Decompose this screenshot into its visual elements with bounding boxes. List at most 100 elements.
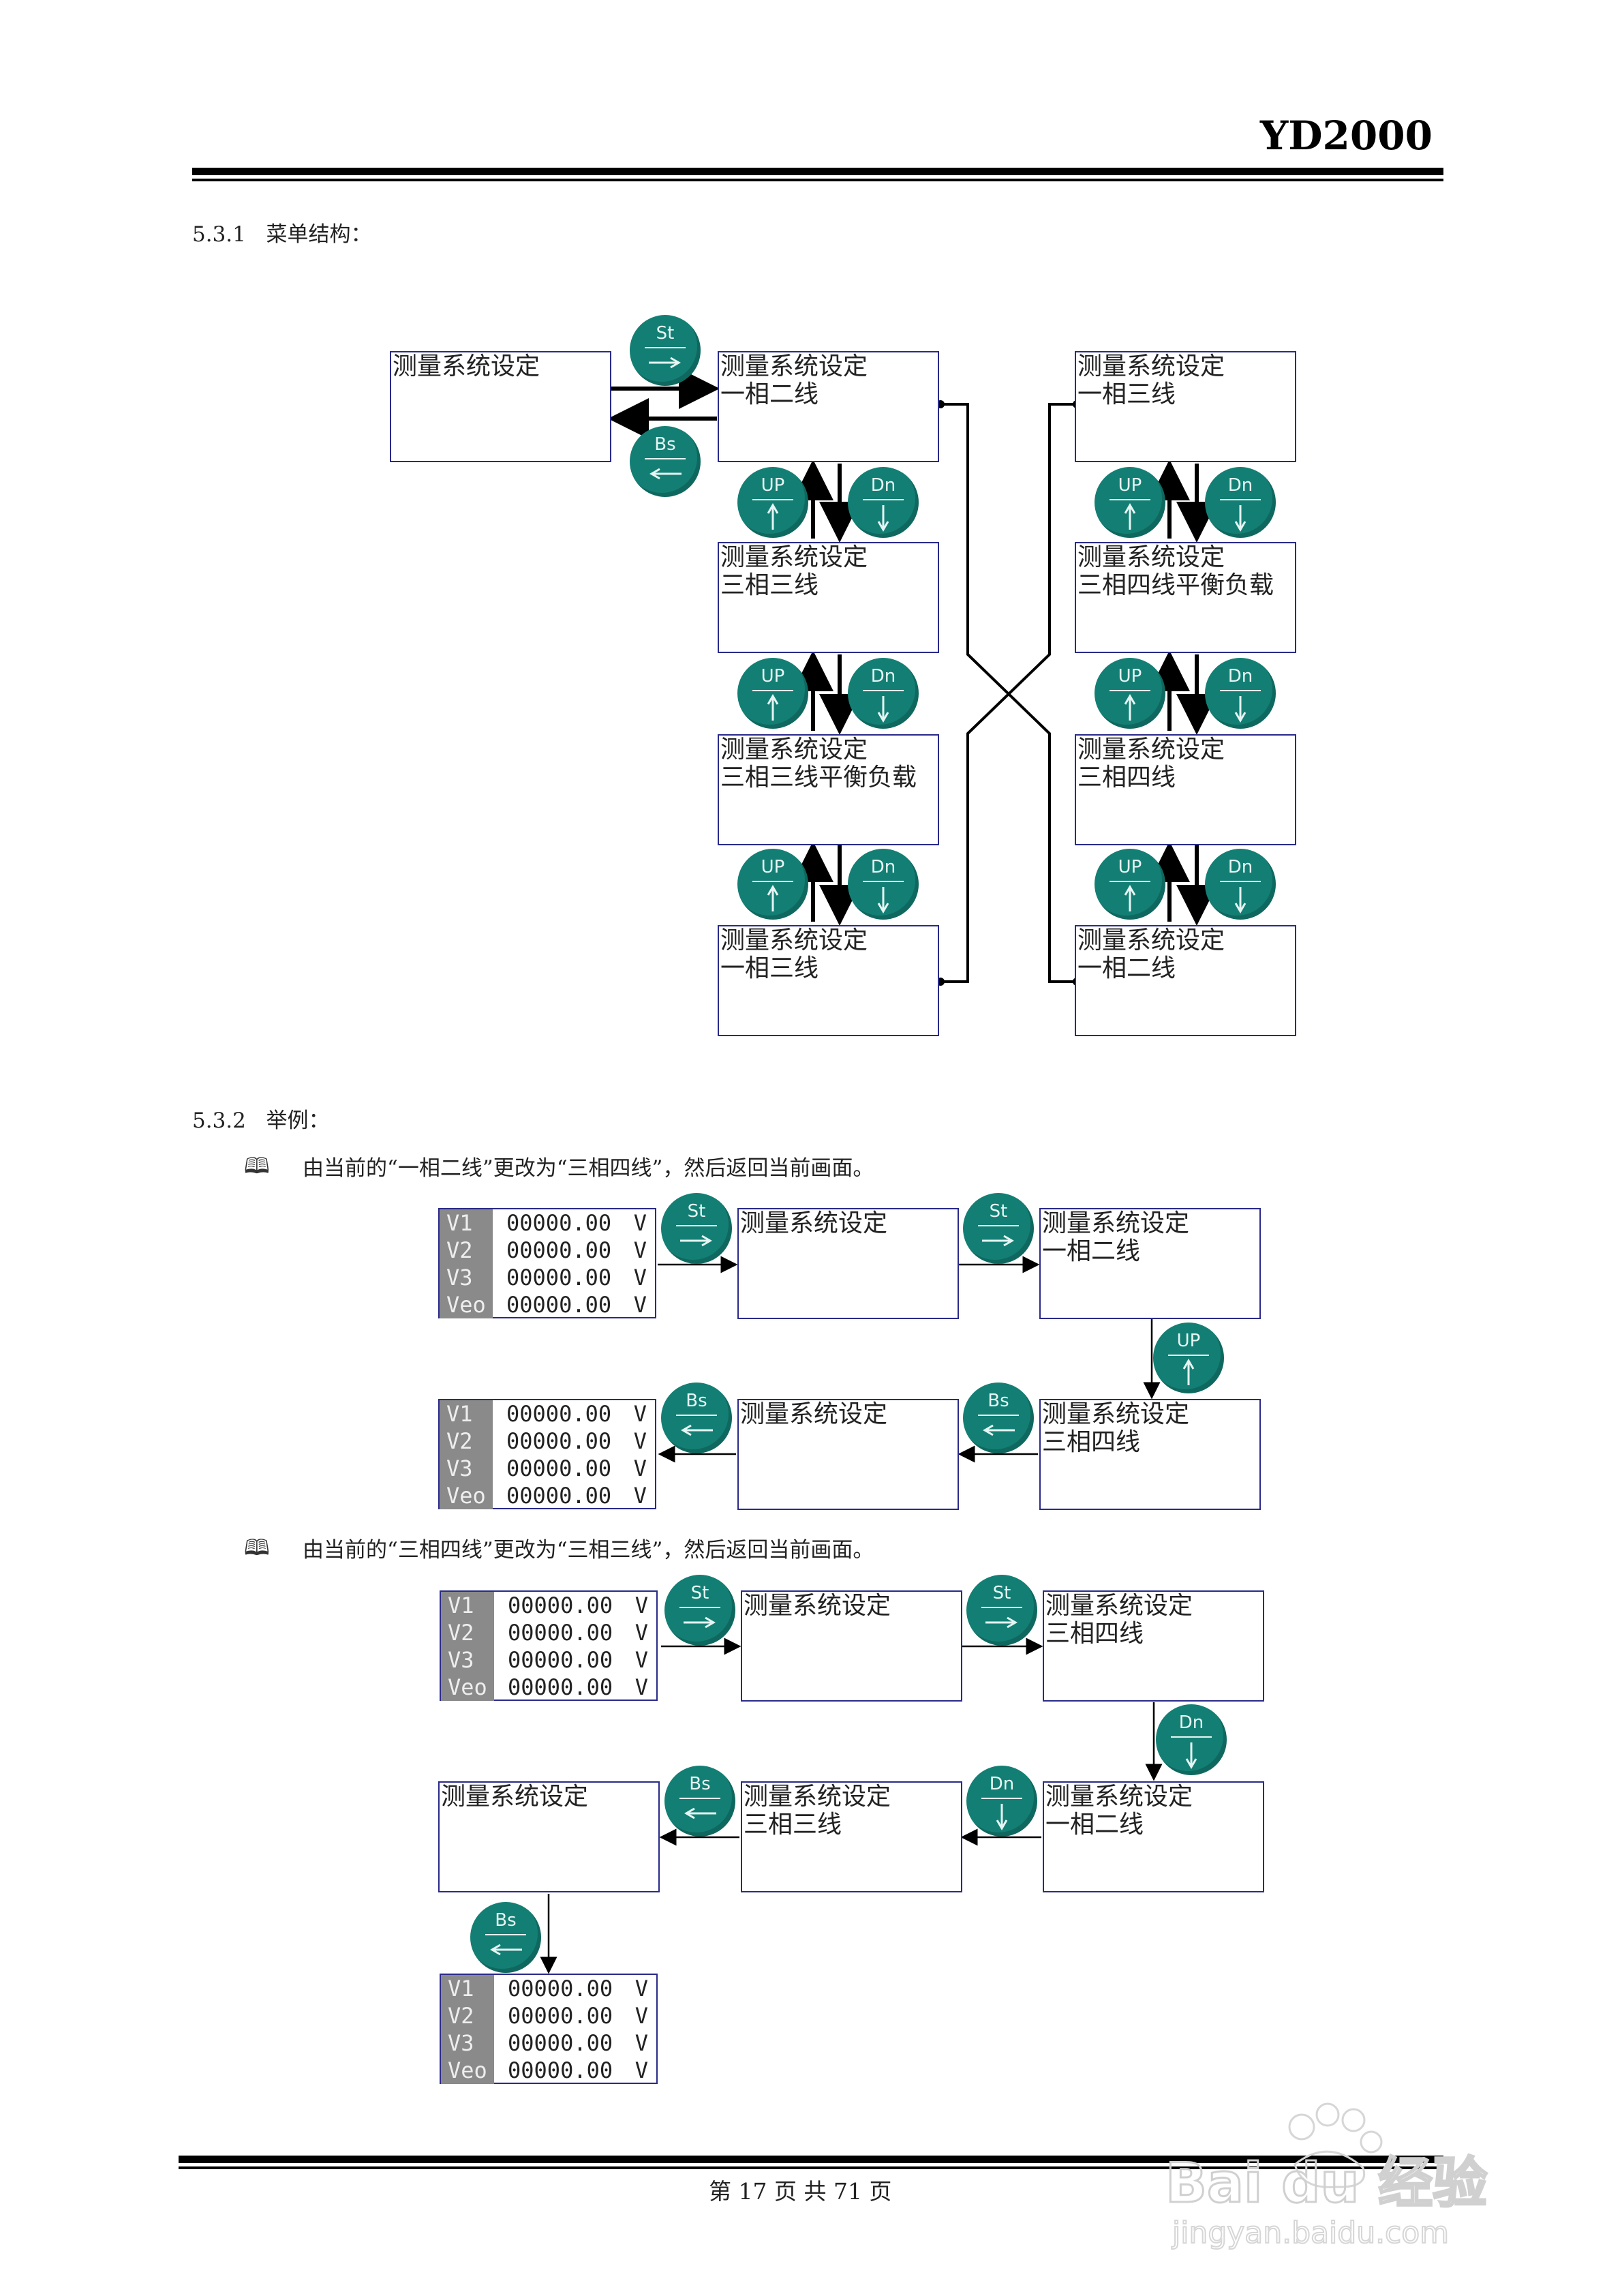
key-label: Dn [989, 1774, 1015, 1794]
arrow-down-icon [863, 499, 904, 532]
key-label: Dn [870, 857, 896, 877]
voltage-value: 00000.00 [506, 1210, 612, 1236]
arrow-down-icon [863, 881, 904, 913]
channel-label: V3 [440, 1455, 493, 1482]
ex1-box-1p2w: 测量系统设定一相二线 [1039, 1208, 1261, 1319]
arrow-right-icon [676, 1225, 717, 1247]
channel-label: Veo [440, 1482, 493, 1509]
arrow-right-icon [645, 347, 686, 369]
section-title: 举例： [266, 1108, 330, 1133]
key-label: Bs [988, 1391, 1009, 1411]
arrow-right-icon [978, 1225, 1019, 1247]
key-label: St [690, 1583, 709, 1603]
voltage-value: 00000.00 [508, 1647, 613, 1673]
example-1-text: 由当前的“一相二线”更改为“三相四线”，然后返回当前画面。 [303, 1156, 874, 1181]
voltage-value: 00000.00 [506, 1401, 612, 1427]
voltage-unit: V [634, 2030, 648, 2056]
arrow-up-icon [752, 881, 793, 911]
up-button[interactable]: UP [737, 658, 808, 729]
channel-label: V3 [440, 1264, 493, 1291]
voltage-unit: V [634, 1976, 648, 2002]
menu-box-3p4w: 测量系统设定三相四线 [1075, 734, 1296, 845]
up-button[interactable]: UP [1153, 1323, 1224, 1393]
bs-button[interactable]: Bs [470, 1902, 541, 1973]
ex2-box-root: 测量系统设定 [741, 1590, 962, 1702]
arrow-down-icon [981, 1798, 1022, 1830]
dn-button[interactable]: Dn [848, 849, 919, 920]
channel-label: V2 [440, 1428, 493, 1455]
arrow-down-icon [1220, 881, 1261, 913]
arrow-up-icon [752, 499, 793, 530]
voltage-value: 00000.00 [508, 2057, 613, 2083]
dn-button[interactable]: Dn [1205, 467, 1276, 538]
arrow-down-icon [1220, 499, 1261, 532]
dn-button[interactable]: Dn [1205, 658, 1276, 729]
arrow-up-icon [1168, 1355, 1209, 1385]
dn-button[interactable]: Dn [848, 467, 919, 538]
watermark-brand: Bai du 经验 [1165, 2151, 1487, 2215]
dn-button[interactable]: Dn [1156, 1704, 1227, 1775]
ex2-box-root-return: 测量系统设定 [438, 1781, 660, 1892]
st-button[interactable]: St [630, 315, 701, 386]
voltage-unit: V [634, 1674, 648, 1700]
st-button[interactable]: St [963, 1193, 1034, 1264]
voltage-value: 00000.00 [506, 1292, 612, 1318]
arrow-down-icon [1220, 690, 1261, 723]
bs-button[interactable]: Bs [963, 1383, 1034, 1453]
page-footer: 第 17 页 共 71 页 [709, 2178, 892, 2205]
bs-button[interactable]: Bs [630, 426, 701, 497]
voltage-value: 00000.00 [508, 1976, 613, 2002]
watermark-url: jingyan.baidu.com [1172, 2216, 1449, 2250]
key-label: UP [1118, 857, 1142, 877]
up-button[interactable]: UP [1095, 849, 1165, 920]
section-number: 5.3.1 [192, 222, 246, 247]
menu-box-root: 测量系统设定 [390, 351, 611, 462]
voltage-unit: V [633, 1210, 647, 1236]
up-button[interactable]: UP [1095, 467, 1165, 538]
up-button[interactable]: UP [1095, 658, 1165, 729]
section-number: 5.3.2 [192, 1108, 246, 1133]
document-title: YD2000 [1259, 112, 1433, 159]
bs-button[interactable]: Bs [661, 1383, 732, 1453]
menu-box-3p3w-balanced: 测量系统设定三相三线平衡负载 [718, 734, 939, 845]
key-label: Bs [654, 434, 676, 455]
channel-label: V2 [440, 1237, 493, 1264]
footer-rule-thick [179, 2156, 1443, 2163]
st-button[interactable]: St [664, 1575, 735, 1646]
key-label: St [687, 1201, 706, 1222]
arrow-left-icon [645, 458, 686, 480]
voltage-value: 00000.00 [506, 1483, 612, 1509]
voltage-value: 00000.00 [508, 1592, 613, 1618]
arrow-up-icon [752, 690, 793, 721]
dn-button[interactable]: Dn [966, 1766, 1037, 1837]
st-button[interactable]: St [966, 1575, 1037, 1646]
dn-button[interactable]: Dn [1205, 849, 1276, 920]
voltage-value: 00000.00 [508, 2030, 613, 2056]
menu-box-3p3w: 测量系统设定三相三线 [718, 542, 939, 653]
arrow-left-icon [676, 1415, 717, 1436]
section-title: 菜单结构： [266, 222, 372, 247]
st-button[interactable]: St [661, 1193, 732, 1264]
key-label: UP [761, 857, 785, 877]
up-button[interactable]: UP [737, 467, 808, 538]
arrow-right-icon [981, 1607, 1022, 1629]
arrow-up-icon [1110, 690, 1150, 721]
bs-button[interactable]: Bs [664, 1766, 735, 1837]
header-rule-thin [192, 179, 1443, 181]
key-label: Bs [495, 1910, 517, 1931]
arrow-left-icon [485, 1934, 526, 1956]
voltage-unit: V [633, 1265, 647, 1290]
dn-button[interactable]: Dn [848, 658, 919, 729]
up-button[interactable]: UP [737, 849, 808, 920]
